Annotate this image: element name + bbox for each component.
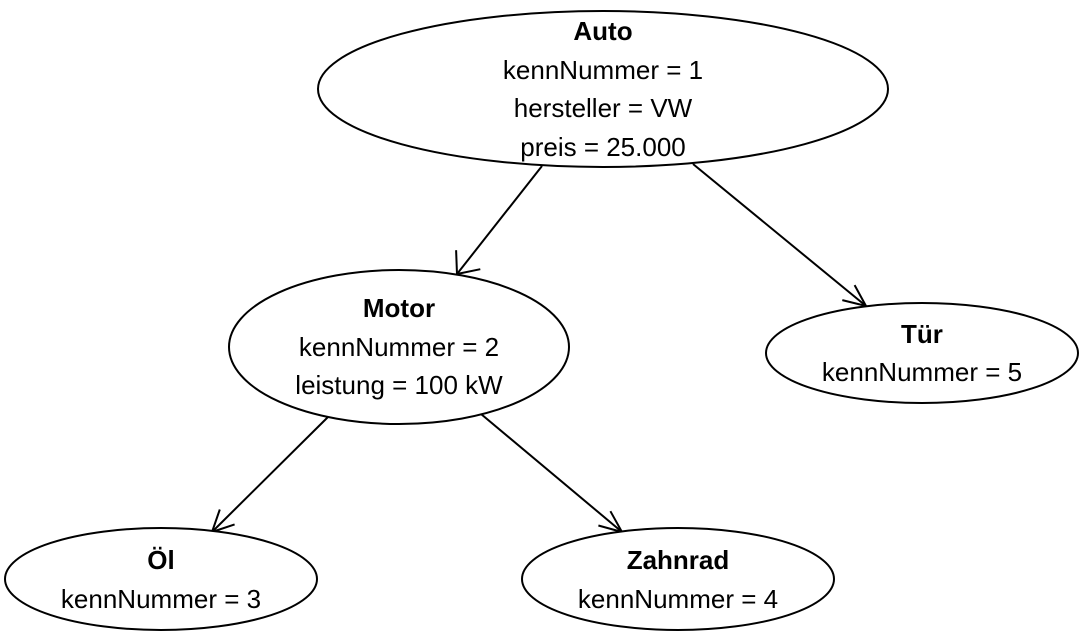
node-zahnrad: Zahnrad kennNummer = 4 xyxy=(521,527,835,631)
edge-motor-zahnrad xyxy=(480,413,625,534)
edge-auto-tuer xyxy=(692,163,868,308)
node-motor-title: Motor xyxy=(363,293,435,323)
node-motor: Motor kennNummer = 2 leistung = 100 kW xyxy=(228,269,570,425)
node-zahnrad-attr: kennNummer = 4 xyxy=(578,584,778,614)
node-tuer-title: Tür xyxy=(901,319,943,349)
edge-auto-motor xyxy=(455,165,543,276)
node-zahnrad-title: Zahnrad xyxy=(627,545,730,575)
node-auto-attr: hersteller = VW xyxy=(514,93,693,123)
node-auto-attr: kennNummer = 1 xyxy=(503,55,703,85)
node-motor-ellipse xyxy=(228,269,570,425)
node-auto-attr: preis = 25.000 xyxy=(520,132,686,162)
node-tuer-ellipse xyxy=(765,302,1079,404)
node-oel-attr: kennNummer = 3 xyxy=(61,584,261,614)
edge-motor-oel xyxy=(210,416,329,534)
node-motor-attr: leistung = 100 kW xyxy=(295,370,503,400)
node-zahnrad-ellipse xyxy=(521,527,835,631)
node-auto-title: Auto xyxy=(573,16,632,46)
node-auto-ellipse xyxy=(317,10,889,168)
node-tuer: Tür kennNummer = 5 xyxy=(765,302,1079,404)
node-oel-ellipse xyxy=(4,527,318,631)
node-oel: Öl kennNummer = 3 xyxy=(4,527,318,631)
node-auto: Auto kennNummer = 1 hersteller = VW prei… xyxy=(317,10,889,168)
node-motor-attr: kennNummer = 2 xyxy=(299,332,499,362)
node-oel-title: Öl xyxy=(147,545,174,575)
node-tuer-attr: kennNummer = 5 xyxy=(822,357,1022,387)
